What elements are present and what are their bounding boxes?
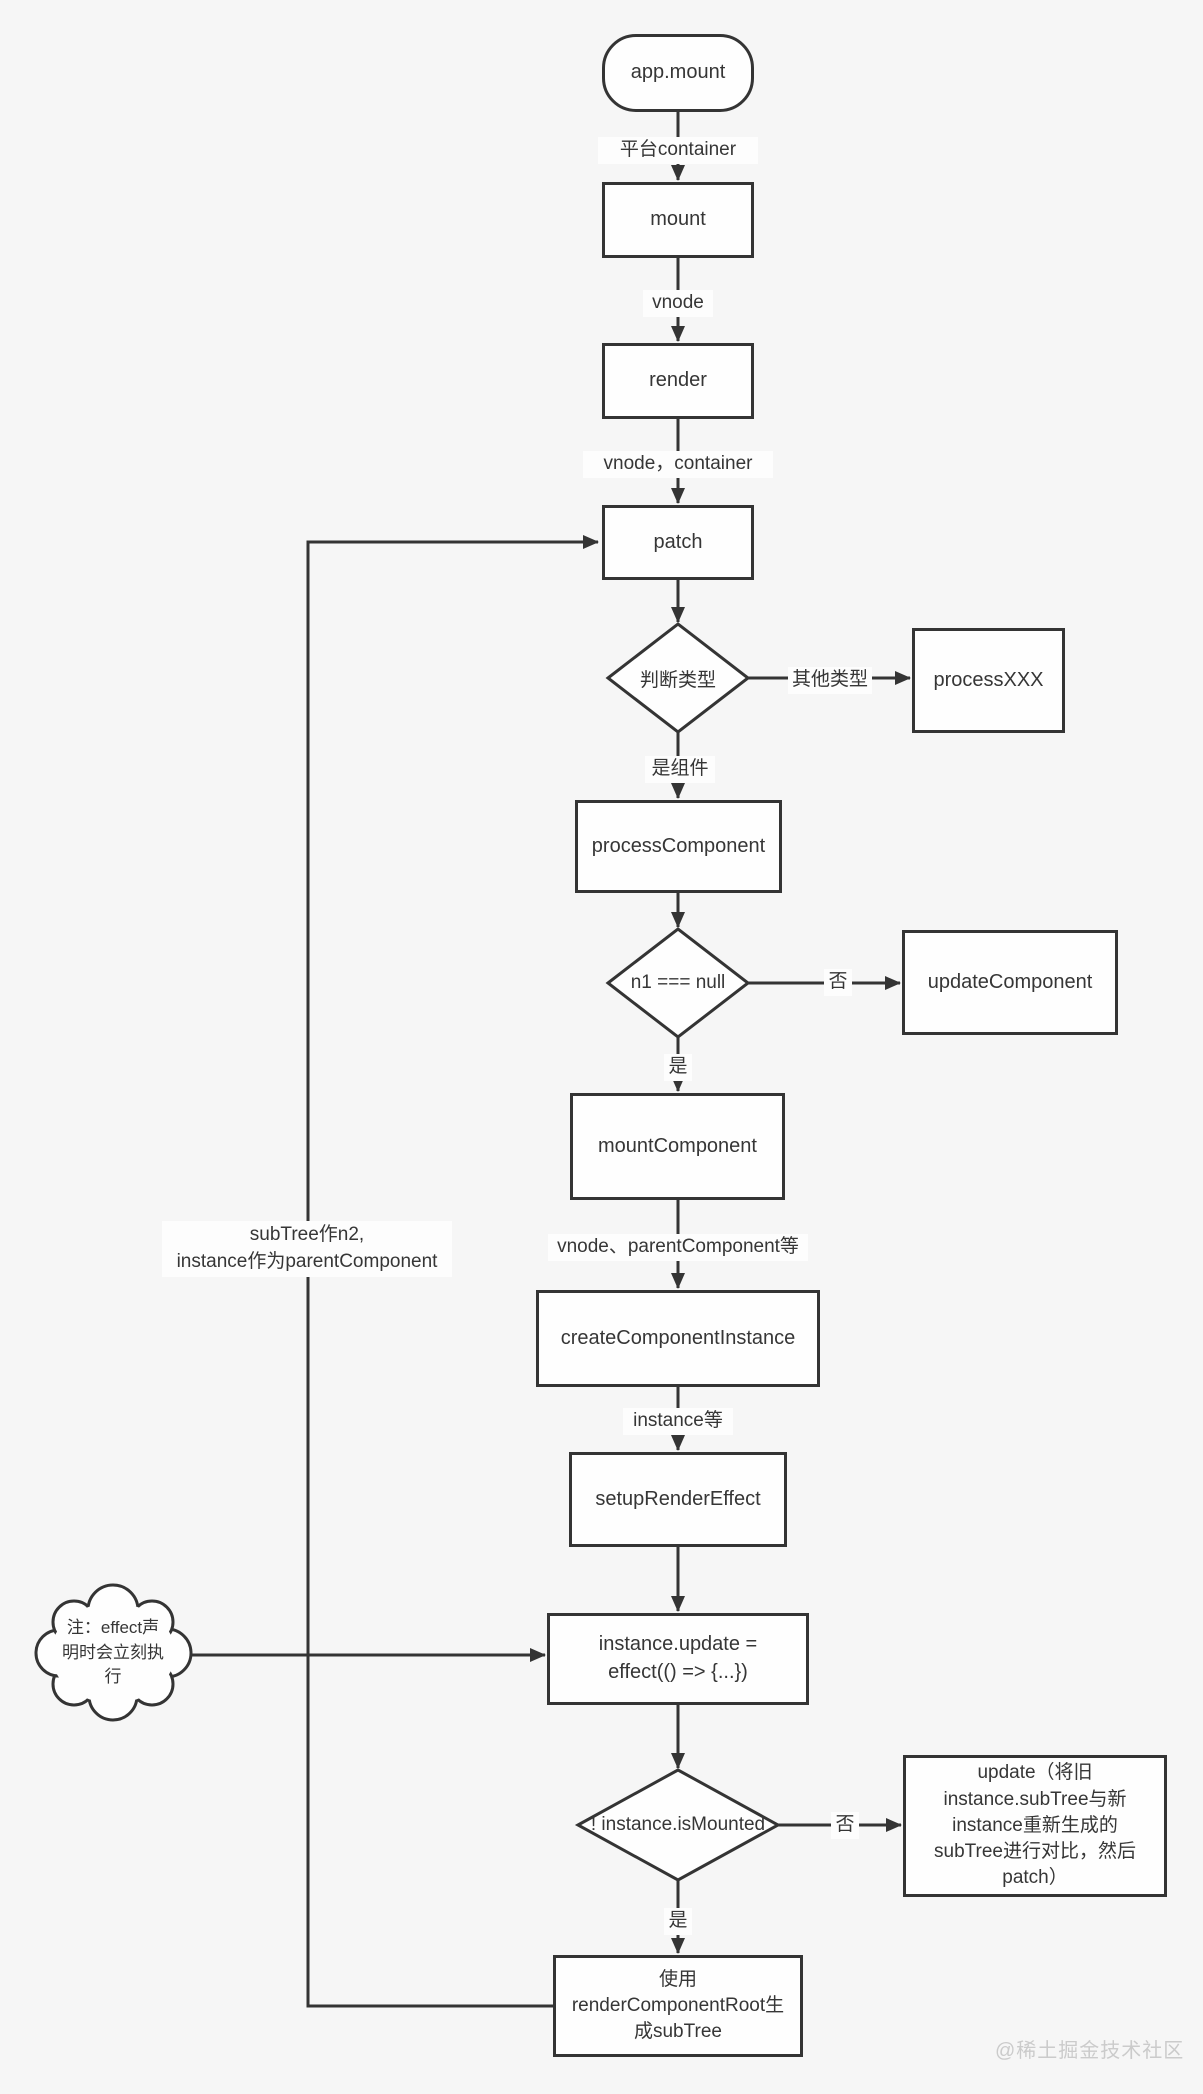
node-render: render (602, 343, 754, 419)
node-render-component-root: 使用 renderComponentRoot生 成subTree (553, 1955, 803, 2057)
node-patch: patch (602, 505, 754, 580)
note-cloud-label: 注：effect声 明时会立刻执 行 (62, 1618, 164, 1687)
node-process-xxx: processXXX (912, 628, 1065, 733)
node-n1-null-shape (605, 927, 751, 1039)
node-process-component: processComponent (575, 800, 782, 893)
node-create-component-instance: createComponentInstance (536, 1290, 820, 1387)
edge-label-subtree-as-n2: subTree作n2, instance作为parentComponent (162, 1221, 452, 1277)
edge-label-yes-2: 是 (664, 1908, 692, 1935)
edge-label-platform-container: 平台container (598, 137, 758, 164)
edge-label-vnode-parentcomponent: vnode、parentComponent等 (548, 1234, 808, 1261)
node-mount-component: mountComponent (570, 1093, 785, 1200)
node-n1-null-label: n1 === null (630, 972, 726, 993)
node-app-mount: app.mount (602, 34, 754, 112)
note-cloud-shape (34, 1583, 193, 1722)
edge-label-vnode: vnode (643, 290, 713, 317)
node-mount: mount (602, 182, 754, 258)
node-instance-update: instance.update = effect(() => {...}) (547, 1613, 809, 1705)
node-is-mounted-label: ! instance.isMounted (590, 1814, 766, 1835)
node-update-component: updateComponent (902, 930, 1118, 1035)
edge-label-vnode-container: vnode，container (583, 451, 773, 478)
node-judge-type-shape (605, 622, 751, 734)
edge-label-yes-1: 是 (664, 1054, 692, 1081)
node-setup-render-effect: setupRenderEffect (569, 1452, 787, 1547)
edge-label-other-type: 其他类型 (788, 667, 872, 694)
node-update-detail: update（将旧 instance.subTree与新 instance重新生… (903, 1755, 1167, 1897)
node-judge-type-label: 判断类型 (639, 669, 716, 691)
edge-label-no-2: 否 (831, 1812, 859, 1839)
watermark: @稀土掘金技术社区 (995, 2040, 1185, 2062)
edge-label-instance-etc: instance等 (623, 1408, 733, 1435)
node-is-mounted-shape (574, 1768, 782, 1882)
edge-label-is-component: 是组件 (645, 756, 715, 783)
edge-label-no-1: 否 (824, 969, 852, 996)
